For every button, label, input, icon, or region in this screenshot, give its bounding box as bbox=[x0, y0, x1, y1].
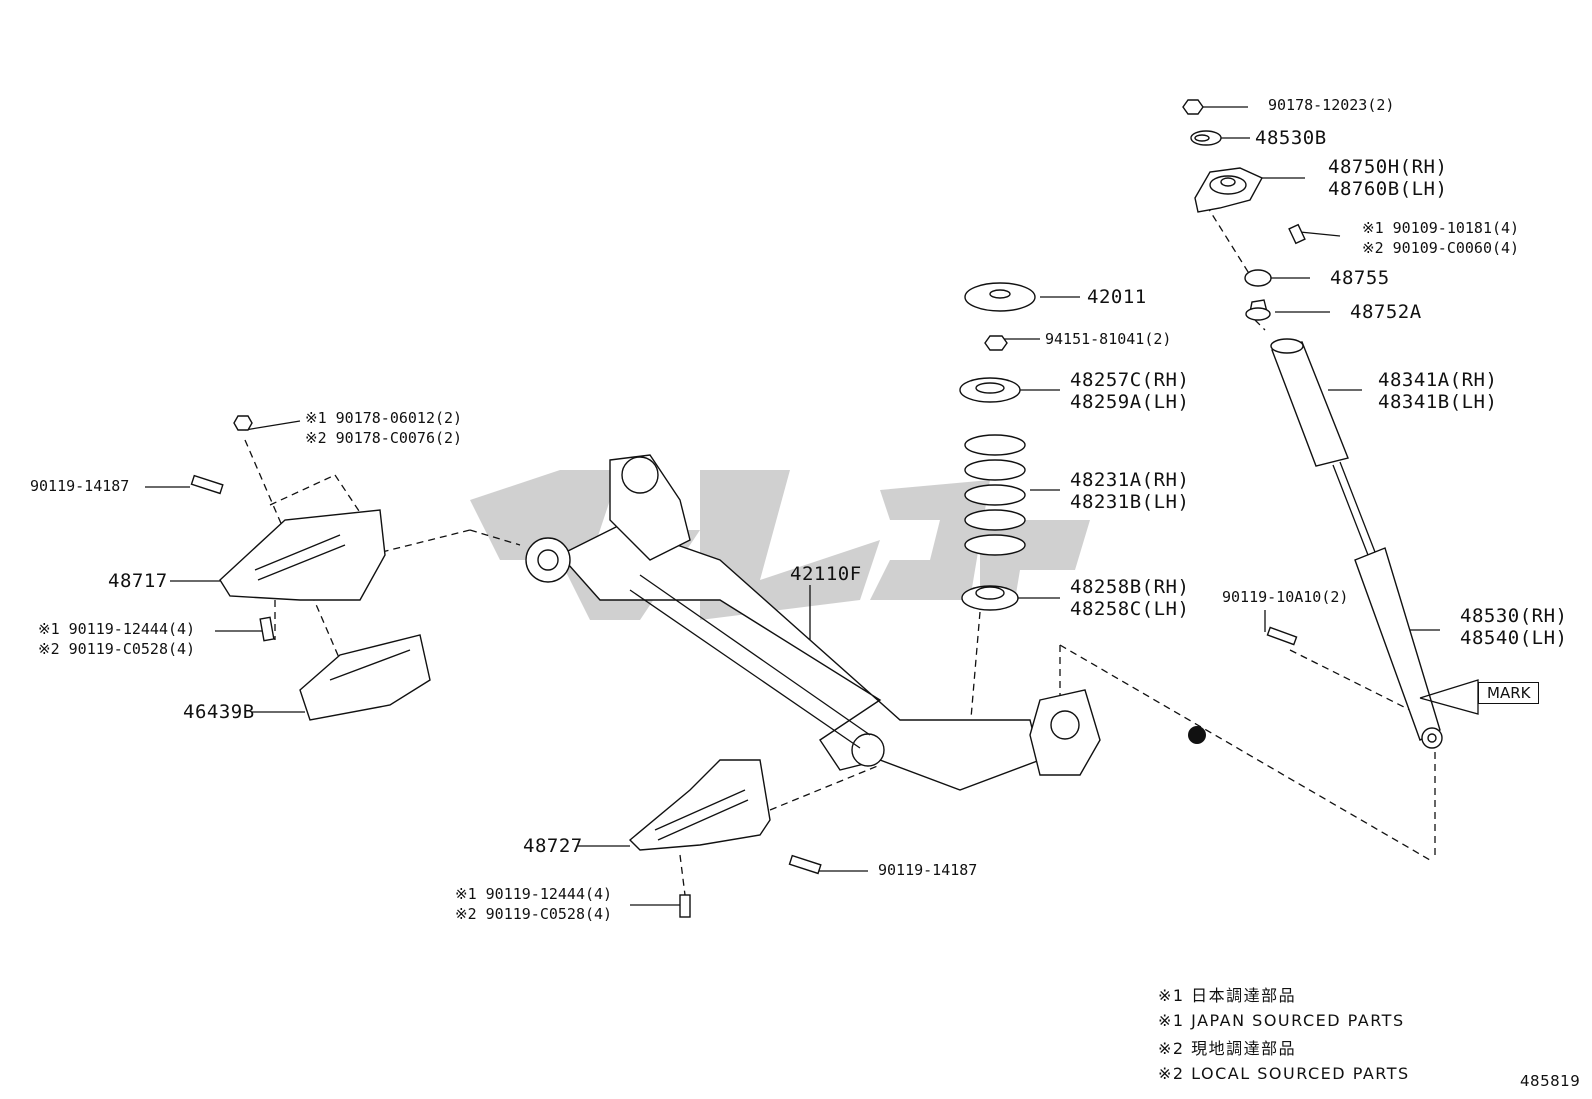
label-bracket-right-bolt-1: ※1 90119-12444(4) bbox=[455, 885, 613, 903]
label-48752a: 48752A bbox=[1350, 301, 1422, 323]
shock-absorber bbox=[1266, 338, 1479, 749]
label-boot-rh: 48341A(RH) bbox=[1378, 369, 1498, 391]
label-upper-insul-rh: 48257C(RH) bbox=[1070, 369, 1190, 391]
legend: ※1 日本調達部品 ※1 JAPAN SOURCED PARTS ※2 現地調達… bbox=[1158, 982, 1410, 1083]
label-support-lh: 48760B(LH) bbox=[1328, 178, 1448, 200]
label-support-bolt-1: ※1 90109-10181(4) bbox=[1362, 219, 1520, 237]
label-axle: 42110F bbox=[790, 563, 862, 585]
nut-icon bbox=[984, 335, 1008, 351]
shock-mount-parts bbox=[1182, 99, 1306, 321]
legend-line-4: ※2 LOCAL SOURCED PARTS bbox=[1158, 1064, 1410, 1083]
legend-line-2: ※1 JAPAN SOURCED PARTS bbox=[1158, 1011, 1405, 1030]
rear-axle-beam bbox=[525, 454, 1101, 791]
cover-guard bbox=[299, 634, 431, 721]
left-bracket-parts bbox=[190, 415, 431, 721]
label-lower-insul-rh: 48258B(RH) bbox=[1070, 576, 1190, 598]
label-bracket-upper-nut-1: ※1 90178-06012(2) bbox=[305, 409, 463, 427]
label-bracket-upper-nut-2: ※2 90178-C0076(2) bbox=[305, 429, 463, 447]
diagram-id: 485819 bbox=[1520, 1072, 1581, 1090]
label-shock-lh: 48540(LH) bbox=[1460, 627, 1568, 649]
label-upper-insul-lh: 48259A(LH) bbox=[1070, 391, 1190, 413]
label-shock-bolt: 90119-10A10(2) bbox=[1222, 588, 1349, 606]
label-bracket-right: 48727 bbox=[523, 835, 583, 857]
label-boot-lh: 48341B(LH) bbox=[1378, 391, 1498, 413]
label-bracket-right-bolt-2: ※2 90119-C0528(4) bbox=[455, 905, 613, 923]
label-lower-insul-lh: 48258C(LH) bbox=[1070, 598, 1190, 620]
leader-lines bbox=[145, 106, 1440, 906]
label-spring-lh: 48231B(LH) bbox=[1070, 491, 1190, 513]
reference-dot bbox=[1188, 726, 1206, 744]
label-shock-rh: 48530(RH) bbox=[1460, 605, 1568, 627]
label-cover: 46439B bbox=[183, 701, 255, 723]
label-bolt-right: 90119-14187 bbox=[878, 861, 978, 879]
mark-callout: MARK bbox=[1478, 682, 1540, 704]
nut-icon bbox=[1182, 99, 1204, 115]
right-bracket-parts bbox=[628, 759, 822, 918]
legend-line-3: ※2 現地調達部品 bbox=[1158, 1039, 1297, 1058]
label-bracket-left: 48717 bbox=[108, 570, 168, 592]
label-48530b: 48530B bbox=[1255, 127, 1327, 149]
label-bracket-left-bolt-1: ※1 90119-12444(4) bbox=[38, 620, 196, 638]
label-nut-top: 90178-12023(2) bbox=[1268, 96, 1395, 114]
shock-body bbox=[1354, 547, 1441, 741]
label-bracket-left-bolt-2: ※2 90119-C0528(4) bbox=[38, 640, 196, 658]
label-bolt-left: 90119-14187 bbox=[30, 477, 130, 495]
label-48755: 48755 bbox=[1330, 267, 1390, 289]
assembly-dashed-lines bbox=[244, 194, 1436, 896]
label-42011: 42011 bbox=[1087, 286, 1147, 308]
label-support-rh: 48750H(RH) bbox=[1328, 156, 1448, 178]
label-94151: 94151-81041(2) bbox=[1045, 330, 1172, 348]
coil-spring-parts bbox=[959, 282, 1036, 611]
label-spring-rh: 48231A(RH) bbox=[1070, 469, 1190, 491]
dust-boot bbox=[1271, 341, 1349, 467]
legend-line-1: ※1 日本調達部品 bbox=[1158, 986, 1297, 1005]
label-support-bolt-2: ※2 90109-C0060(4) bbox=[1362, 239, 1520, 257]
nut-icon bbox=[233, 415, 253, 431]
